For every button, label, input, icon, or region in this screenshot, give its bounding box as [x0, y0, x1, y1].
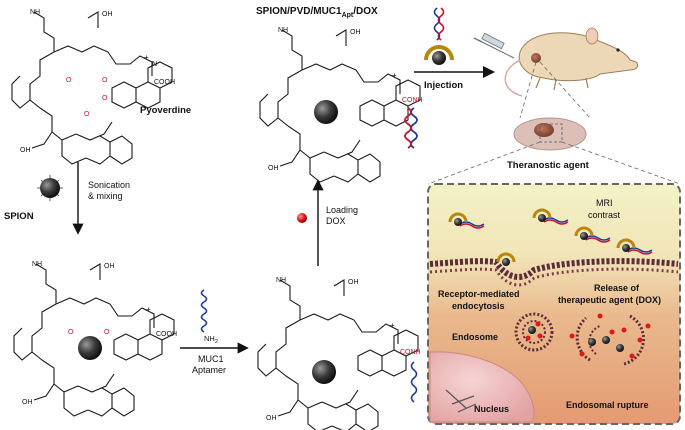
syringe-icon: [473, 32, 515, 59]
atom-label: OH: [104, 263, 115, 270]
nh2-label: NH2: [204, 334, 218, 345]
oxygen-atom: O: [102, 77, 108, 84]
spion-pvd-aptamer: NH OH + CONH OH: [257, 277, 421, 430]
atom-label: NH: [32, 261, 42, 268]
atom-label: OH: [268, 165, 279, 172]
pyoverdine-label: Pyoverdine: [140, 105, 191, 116]
spion-pvd-muc1-dox: NH OH + CONH OH: [259, 27, 423, 183]
zoom-line: [519, 61, 537, 119]
oxygen-atom: O: [104, 329, 110, 336]
cell-uptake-panel: MRI contrast Receptor-mediated endocytos…: [427, 183, 681, 425]
theranostic-agents: [448, 208, 653, 266]
injection-label: Injection: [424, 80, 463, 91]
plus-charge: +: [390, 321, 395, 330]
aptamer-strand: [410, 361, 418, 403]
cooh-group: COOH: [154, 79, 175, 86]
zoom-line: [427, 141, 541, 185]
cell-membrane: [429, 258, 679, 280]
spion-core: [78, 336, 102, 360]
oxygen-atom: O: [66, 77, 72, 84]
oxygen-atom: O: [68, 329, 74, 336]
theranostic-particle-icon: [424, 7, 454, 65]
cooh-group: COOH: [156, 331, 177, 338]
conh-group: CONH: [400, 349, 421, 356]
muc1-label: MUC1: [198, 354, 224, 364]
aptamer-label: Aptamer: [192, 365, 226, 375]
atom-label: OH: [348, 279, 359, 286]
oxygen-atom: O: [84, 111, 90, 118]
release-label-2: therapeutic agent (DOX): [558, 295, 661, 305]
nucleus-label: Nucleus: [474, 404, 509, 414]
conh-group: CONH: [402, 97, 423, 104]
theranostic-agent-label: Theranostic agent: [507, 160, 590, 171]
tumor-tissue: [513, 117, 587, 151]
dox-label: DOX: [326, 216, 346, 226]
spion-core: [312, 360, 336, 384]
nucleus: [429, 351, 535, 423]
chromatin: [445, 389, 477, 413]
mixing-label: & mixing: [88, 191, 123, 201]
spion-core: [314, 100, 338, 124]
endosome-label: Endosome: [452, 332, 498, 342]
atom-label: NH: [276, 277, 286, 284]
product-label: SPION/PVD/MUC1Apt/DOX: [256, 6, 378, 19]
dox-strand: [404, 107, 412, 149]
contrast-label: contrast: [588, 210, 621, 220]
atom-label: NH: [278, 27, 288, 34]
receptor-label-2: endocytosis: [452, 301, 505, 311]
oxygen-atom: O: [102, 95, 108, 102]
aptamer-strand-icon: [200, 289, 208, 333]
atom-label: NH: [30, 9, 40, 16]
receptor-label-1: Receptor-mediated: [438, 289, 520, 299]
endosome-rupture: [569, 313, 651, 366]
zoom-line: [539, 61, 591, 119]
atom-label: N: [152, 61, 157, 68]
endosome: [514, 312, 554, 352]
dox-molecule: [297, 213, 307, 223]
rupture-label: Endosomal rupture: [566, 400, 649, 410]
release-label-1: Release of: [594, 283, 640, 293]
atom-label: OH: [20, 147, 31, 154]
spion-label: SPION: [4, 211, 34, 222]
plus-charge: +: [144, 53, 149, 62]
plus-charge: +: [146, 305, 151, 314]
mri-label: MRI: [596, 198, 613, 208]
sonication-label: Sonication: [88, 180, 130, 190]
loading-label: Loading: [326, 205, 358, 215]
plus-charge: +: [392, 71, 397, 80]
atom-label: OH: [22, 399, 33, 406]
atom-label: OH: [350, 29, 361, 36]
spion-particle: [37, 175, 63, 201]
atom-label: OH: [266, 415, 277, 422]
tumor-site: [531, 53, 541, 63]
atom-label: OH: [102, 11, 113, 18]
mouse-illustration: [473, 27, 639, 97]
pyoverdine-free: NH OH N + COOH O O O O OH: [11, 9, 175, 165]
spion-pvd-complex: NH OH + COOH O O OH: [13, 261, 177, 417]
